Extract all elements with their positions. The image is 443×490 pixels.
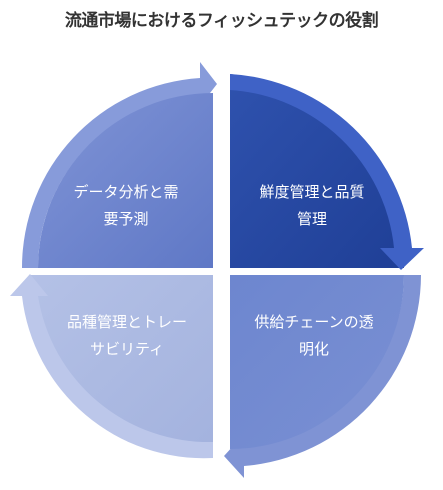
quadrant-bottom-left: 品種管理とトレー サビリティ: [10, 274, 213, 459]
diagram-title: 流通市場におけるフィッシュテックの役割: [64, 11, 379, 31]
quadrant-top-left-arrow: [21, 62, 218, 268]
quadrant-top-right-label-line2: 管理: [297, 210, 327, 228]
quadrant-bottom-right-label-line2: 明化: [299, 340, 329, 358]
quadrant-top-right-label-line1: 鮮度管理と品質: [259, 183, 364, 201]
quadrant-top-left-label-line2: 要予測: [103, 210, 148, 228]
quadrant-top-left: データ分析と需 要予測: [21, 62, 218, 268]
quadrant-bottom-right-shape: [230, 275, 404, 449]
quadrant-bottom-left-shape: [30, 275, 213, 458]
quadrant-bottom-left-label-line1: 品種管理とトレー: [67, 313, 187, 331]
quadrant-top-left-shape: [38, 93, 213, 268]
quadrant-top-right-arrow: [230, 74, 424, 270]
quadrant-top-right-shape: [230, 74, 404, 268]
quadrant-top-right: 鮮度管理と品質 管理: [230, 74, 424, 270]
quadrant-bottom-left-label-line2: サビリティ: [90, 340, 164, 358]
quadrant-bottom-right-arrow: [224, 275, 421, 478]
quadrant-bottom-right-label-line1: 供給チェーンの透: [254, 313, 373, 331]
quadrant-top-left-label-line1: データ分析と需: [73, 183, 178, 201]
quadrant-bottom-left-arrow: [10, 274, 213, 459]
quadrant-bottom-right: 供給チェーンの透 明化: [224, 275, 421, 478]
